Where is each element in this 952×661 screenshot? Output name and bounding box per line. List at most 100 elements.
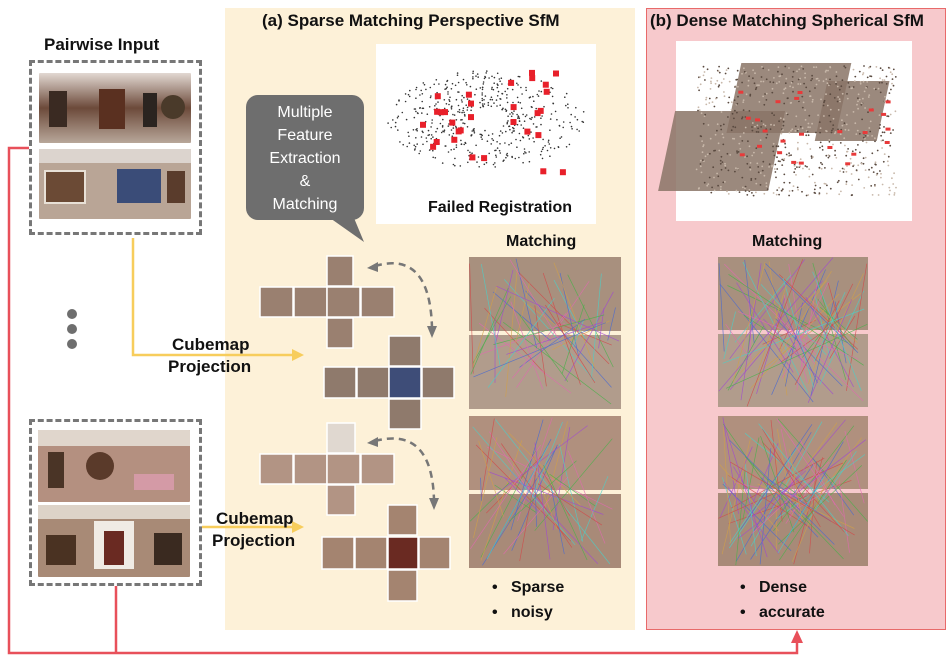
dense-point [889,132,892,134]
dense-point [754,178,757,180]
dense-point [767,69,770,71]
dense-point [841,92,844,95]
dense-point [850,87,853,90]
camera-marker [862,131,868,134]
cloud-point [516,123,519,126]
match-line [812,262,847,380]
dense-point [697,86,699,89]
dense-point [701,140,703,142]
pairwise-input-title: Pairwise Input [44,35,160,54]
dense-point [749,94,752,97]
cloud-point [395,103,398,106]
dense-point [714,82,717,85]
dense-point [805,194,808,197]
dense-point [771,112,773,115]
cloud-point [560,136,563,138]
dense-point [751,122,754,124]
cloud-point [547,139,550,142]
dense-point [858,132,861,135]
dense-point [754,88,757,91]
cloud-point [390,126,392,129]
match-line [776,428,793,516]
match-line [519,467,538,562]
match-line [745,464,757,557]
cloud-point [471,152,473,154]
cloud-point [413,116,416,119]
cloud-point [528,151,530,153]
cloud-point [574,116,576,118]
cloud-point [567,103,569,105]
cloud-point [439,122,442,125]
dense-point [705,96,708,99]
dense-point [863,65,865,67]
dense-point [883,131,886,134]
match-line [813,290,830,357]
dense-point [786,97,789,100]
dense-point [760,126,762,128]
cloud-point [408,135,410,137]
dense-point [847,82,850,84]
dense-point [874,140,876,143]
dense-point [730,108,733,111]
dense-point [699,159,702,162]
match-line [776,418,844,517]
cloud-point [443,107,446,110]
dense-point [785,112,788,115]
dense-point [790,154,792,156]
match-line [791,476,829,562]
cloud-point [522,161,524,164]
dense-point [784,82,787,85]
match-line [732,261,766,383]
cloud-point [518,117,521,120]
match-line [729,484,770,544]
cloud-point [435,79,438,81]
cloud-point [452,132,455,135]
camera-marker [794,96,800,100]
dense-point [854,75,857,78]
match-line [728,274,864,366]
dense-point [764,124,767,127]
dense-point [721,133,724,135]
dense-point [739,148,742,150]
dense-point [891,177,893,180]
match-line [786,322,816,365]
dense-point [762,95,764,98]
match-line [567,274,614,368]
dense-point [850,162,852,164]
cloud-point [517,75,520,78]
match-line [746,259,804,407]
match-line [750,463,814,560]
cloud-point [506,101,509,104]
match-line [750,421,823,547]
cloud-point [425,137,428,139]
dense-point [729,154,732,156]
dense-point [757,131,760,133]
cloud-point [498,149,501,152]
dense-point [775,176,777,179]
dense-point [797,78,800,81]
camera-marker [469,154,476,161]
dense-point [827,156,830,159]
match-line [553,262,596,370]
cloud-point [421,100,423,103]
dense-point [888,92,891,94]
dense-matching-image-1 [718,257,868,407]
dense-point [811,122,813,125]
dense-point [835,156,838,159]
dense-point [701,151,704,154]
cloud-point [540,123,542,126]
dense-point [804,119,807,121]
cloud-point [499,143,501,145]
camera-marker [468,114,474,121]
cloud-point [556,118,558,121]
dense-point [759,184,762,186]
dense-point [698,89,700,92]
cloud-point [571,128,573,130]
dense-point [736,78,739,81]
dense-point [887,155,890,158]
camera-marker [791,160,797,164]
dense-point [813,188,816,191]
cloud-point [487,134,490,137]
dense-point [827,154,830,156]
match-line [790,484,839,513]
